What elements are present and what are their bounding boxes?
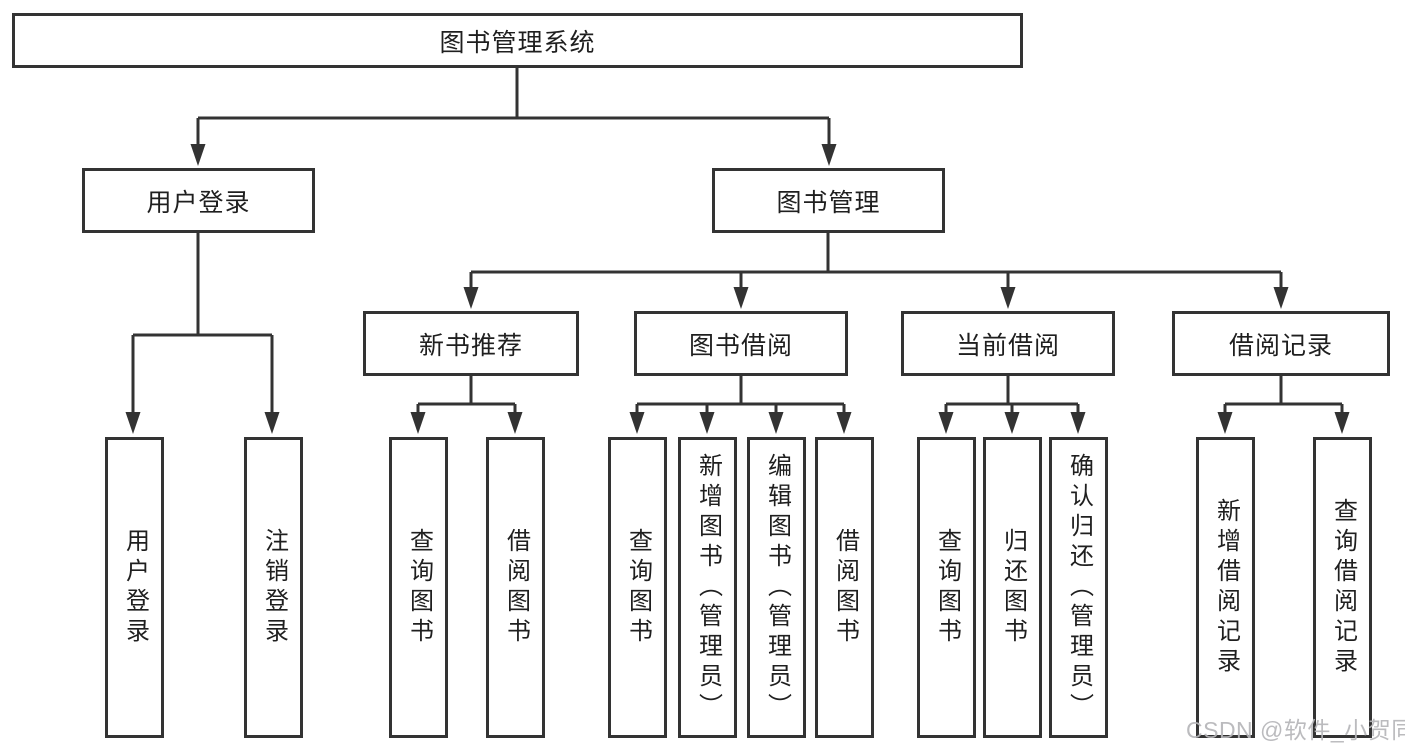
node-book-management: 图书管理: [712, 168, 945, 233]
node-current-borrowing-label: 当前借阅: [955, 331, 1060, 360]
leaf-logout-label: 注销登录: [260, 527, 288, 648]
leaf-edit-book-admin-label: 编辑图书（管理员）: [763, 452, 791, 723]
node-book-borrowing-label: 图书借阅: [688, 331, 793, 360]
node-new-book-recommend-label: 新书推荐: [418, 331, 523, 360]
leaf-add-book-admin: 新增图书（管理员）: [678, 437, 737, 738]
leaf-add-book-admin-label: 新增图书（管理员）: [694, 452, 722, 723]
arrowheads: [125, 144, 1350, 434]
leaf-query-borrow-record-label: 查询借阅记录: [1329, 497, 1357, 678]
leaf-query-books-borrow: 查询图书: [608, 437, 667, 738]
leaf-return-book-label: 归还图书: [999, 527, 1027, 648]
leaf-query-books-borrow-label: 查询图书: [624, 527, 652, 648]
csdn-watermark: CSDN @软件_小贺同学: [1186, 717, 1405, 743]
leaf-query-borrow-record: 查询借阅记录: [1313, 437, 1372, 738]
node-new-book-recommend: 新书推荐: [363, 311, 579, 376]
leaf-query-books-current: 查询图书: [917, 437, 976, 738]
node-book-borrowing: 图书借阅: [634, 311, 848, 376]
node-root: 图书管理系统: [12, 13, 1023, 68]
leaf-confirm-return-admin-label: 确认归还（管理员）: [1065, 452, 1093, 723]
leaf-borrow-books: 借阅图书: [815, 437, 874, 738]
node-user-login: 用户登录: [82, 168, 315, 233]
leaf-user-login: 用户登录: [105, 437, 164, 738]
leaf-borrow-books-label: 借阅图书: [831, 527, 859, 648]
leaf-borrow-books-recommend: 借阅图书: [486, 437, 545, 738]
leaf-edit-book-admin: 编辑图书（管理员）: [747, 437, 806, 738]
node-root-label: 图书管理系统: [439, 28, 596, 57]
leaf-user-login-label: 用户登录: [121, 527, 149, 648]
leaf-query-books-recommend: 查询图书: [389, 437, 448, 738]
leaf-return-book: 归还图书: [983, 437, 1042, 738]
node-user-login-label: 用户登录: [146, 188, 251, 217]
node-book-management-label: 图书管理: [776, 188, 881, 217]
leaf-confirm-return-admin: 确认归还（管理员）: [1049, 437, 1108, 738]
node-borrowing-records-label: 借阅记录: [1228, 331, 1333, 360]
leaf-logout: 注销登录: [244, 437, 303, 738]
leaf-add-borrow-record-label: 新增借阅记录: [1212, 497, 1240, 678]
node-current-borrowing: 当前借阅: [901, 311, 1115, 376]
leaf-add-borrow-record: 新增借阅记录: [1196, 437, 1255, 738]
node-borrowing-records: 借阅记录: [1172, 311, 1390, 376]
leaf-borrow-books-recommend-label: 借阅图书: [502, 527, 530, 648]
leaf-query-books-current-label: 查询图书: [933, 527, 961, 648]
leaf-query-books-recommend-label: 查询图书: [405, 527, 433, 648]
